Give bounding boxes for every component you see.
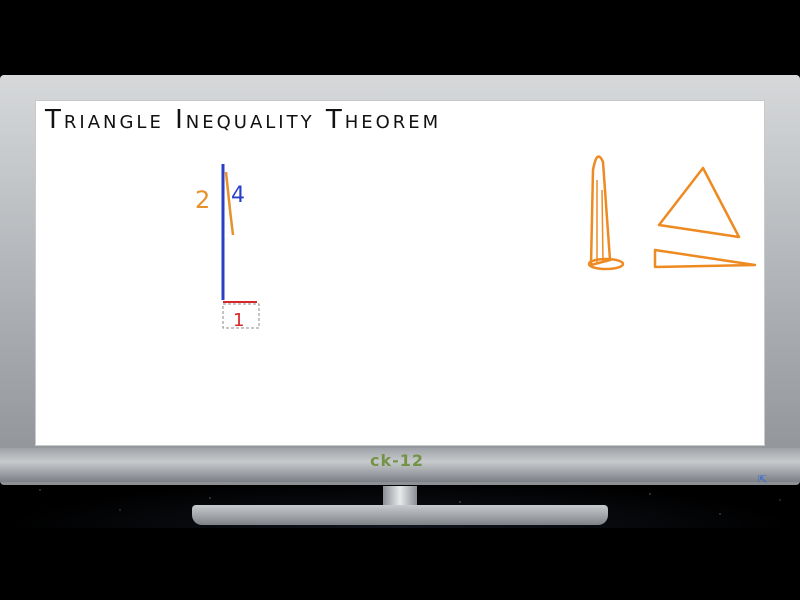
monitor-bezel-bottom: [0, 448, 800, 482]
whiteboard-screen: Triangle Inequality Theorem 2 4 1: [35, 100, 765, 446]
label-four: 4: [231, 183, 245, 208]
tall-sliver-base: [587, 257, 625, 271]
ck12-logo: ck-12: [369, 451, 425, 470]
whiteboard-drawing: 2 4 1: [195, 155, 757, 331]
orange-segment: [224, 171, 235, 236]
label-two: 2: [195, 186, 210, 214]
fullscreen-icon[interactable]: ⇱: [758, 473, 768, 486]
triangle-sketch: [657, 166, 741, 239]
flat-triangle-sketch: [653, 248, 757, 269]
monitor-stand-base: [192, 505, 608, 525]
slide-title: Triangle Inequality Theorem: [45, 105, 442, 135]
selection-box[interactable]: [222, 303, 260, 329]
label-one: 1: [233, 310, 244, 331]
tall-sliver-sketch: [589, 155, 612, 267]
tall-sliver-hatching: [596, 180, 604, 263]
